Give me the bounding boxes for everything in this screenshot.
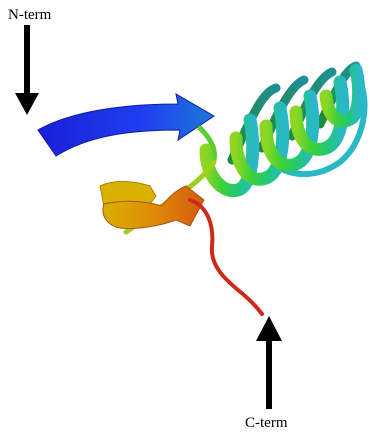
n-term-annotation: N-term [8, 7, 52, 115]
c-terminal-coil [190, 200, 262, 314]
c-term-annotation: C-term [245, 316, 288, 431]
c-term-label: C-term [245, 415, 288, 431]
n-terminal-beta-strand [38, 94, 214, 156]
n-term-label: N-term [8, 7, 52, 23]
n-term-arrow [15, 25, 39, 115]
c-term-arrow [256, 316, 282, 409]
c-terminal-beta-sheet [100, 182, 204, 229]
